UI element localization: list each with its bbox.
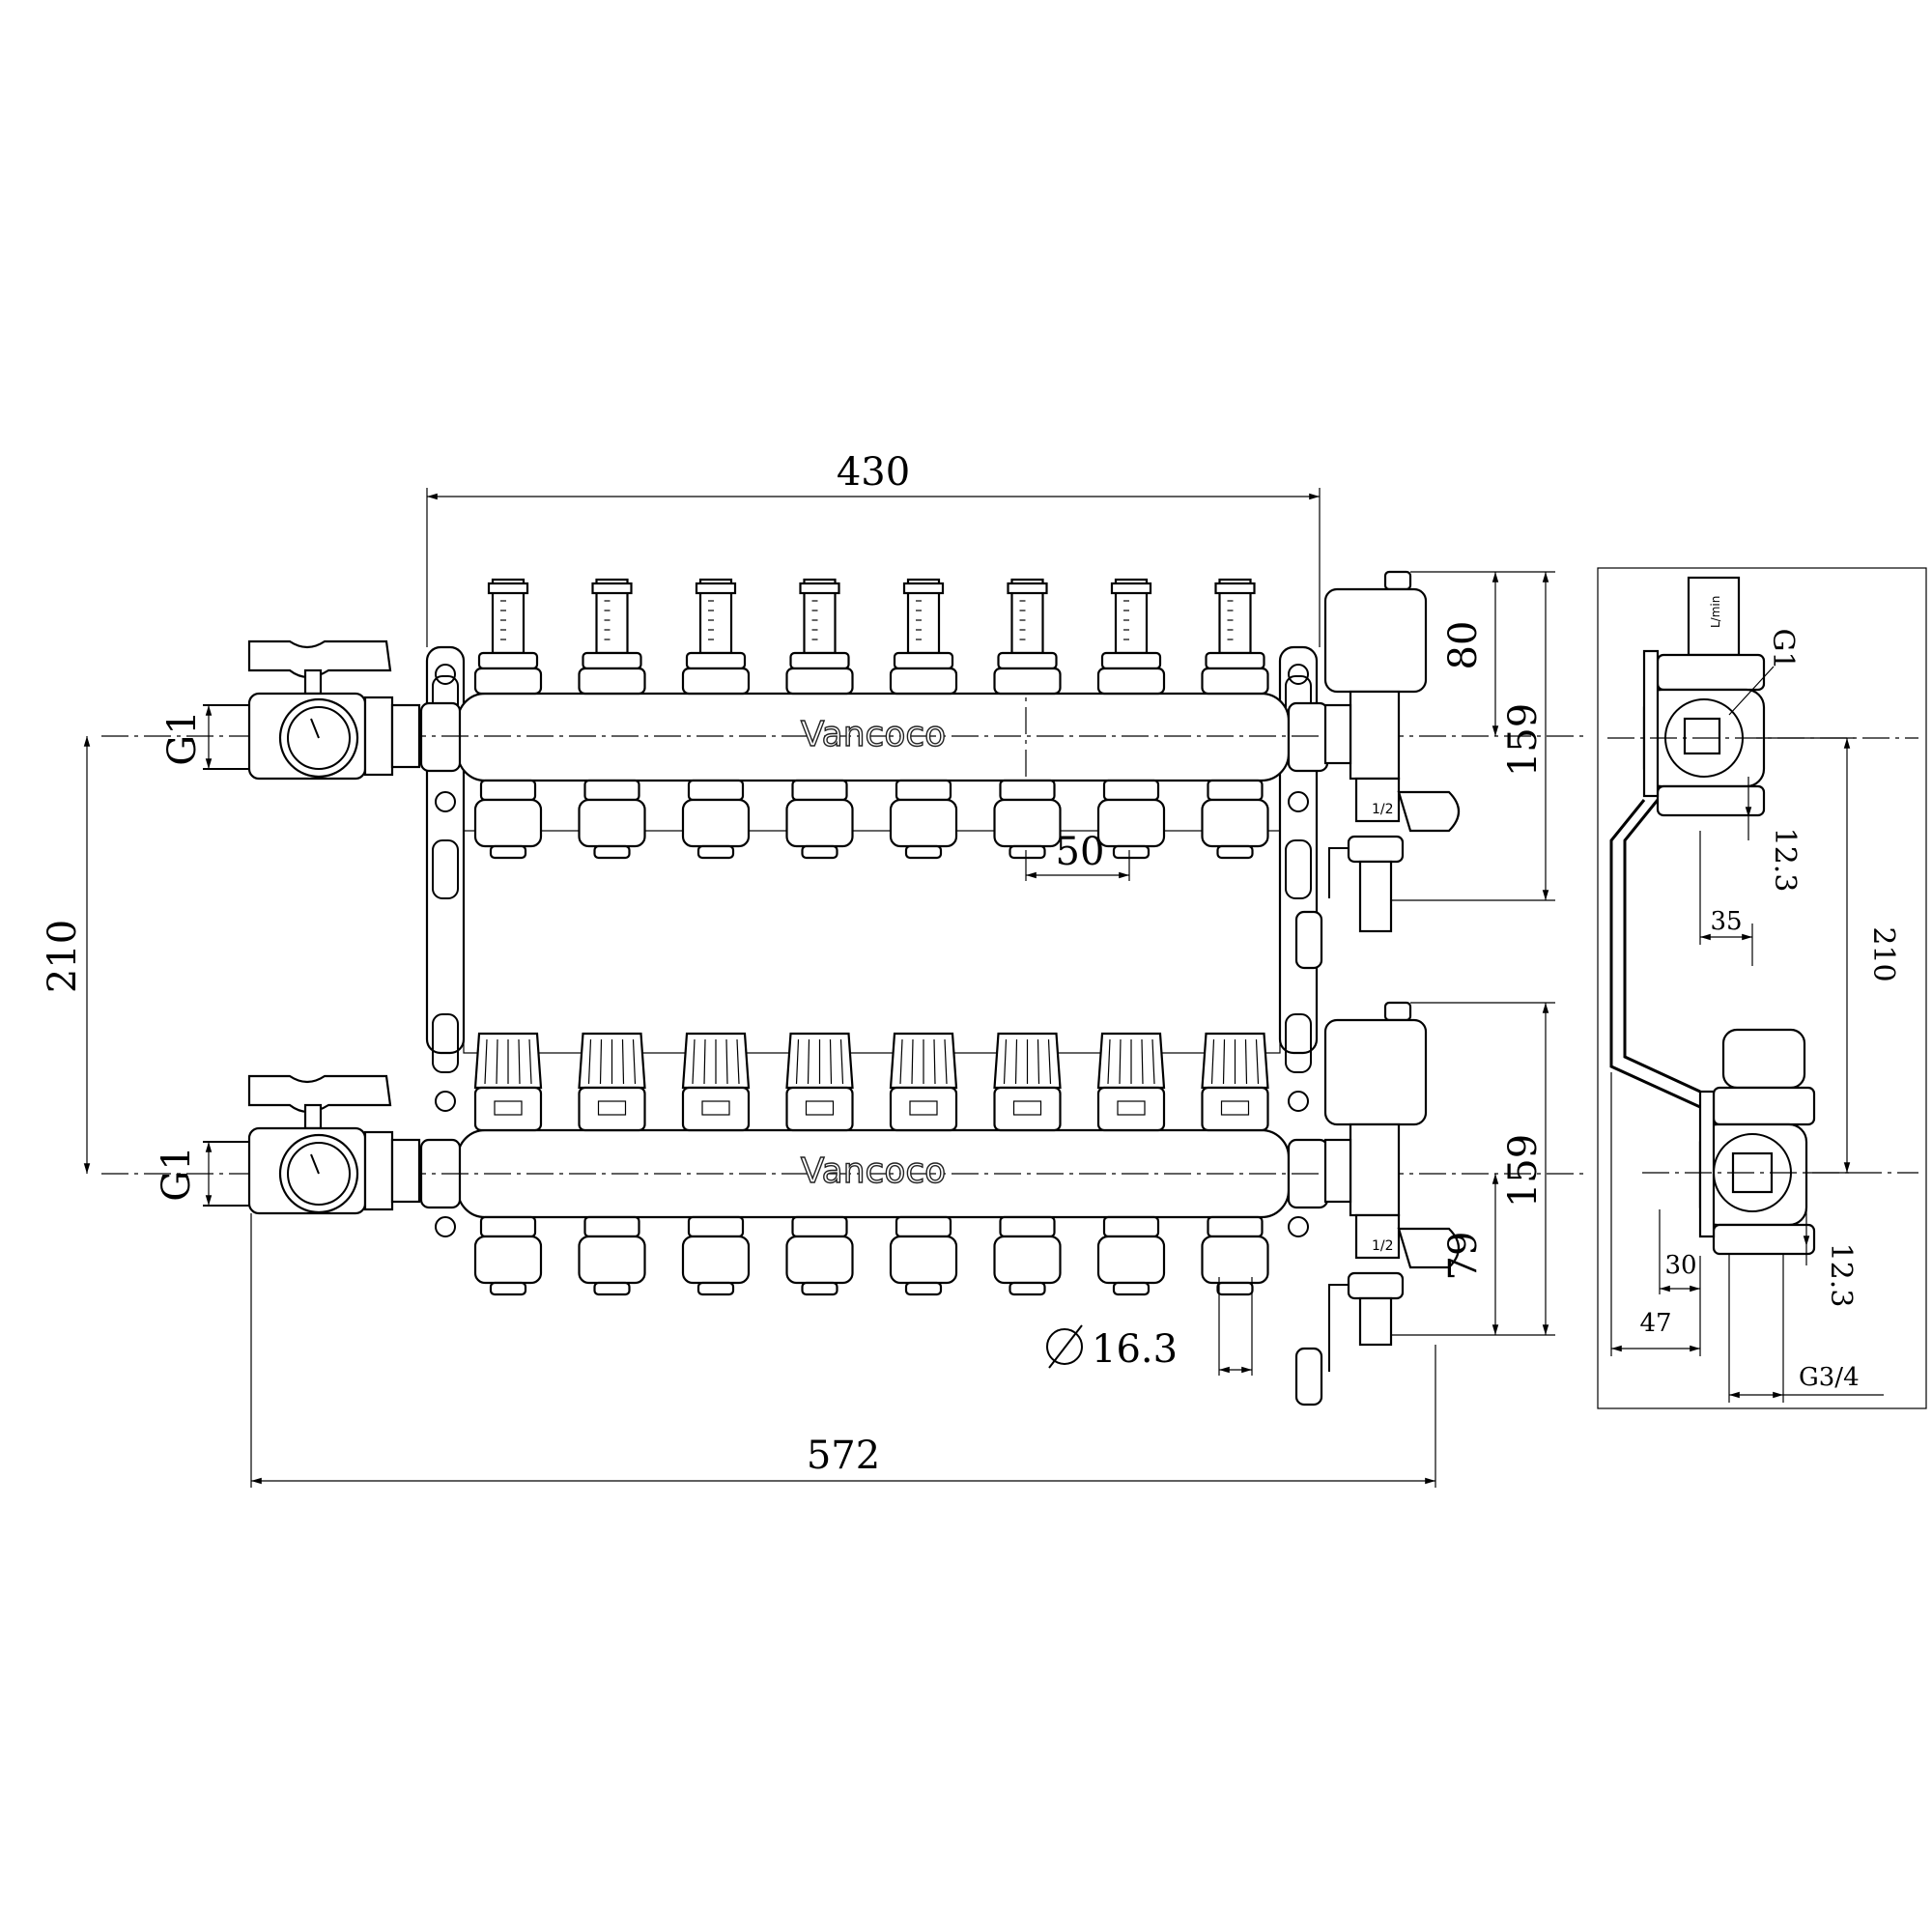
side-bracket-profile — [1623, 799, 1701, 1094]
bracket-back-plate — [463, 830, 1281, 1054]
dim-g1-side: G1 — [1766, 628, 1800, 669]
dimension-inlet-bottom: G1 — [155, 1142, 213, 1206]
dim-g3-4: G3/4 — [1799, 1363, 1860, 1392]
flowmeter — [993, 578, 1062, 696]
outlet-fitting — [1201, 1215, 1269, 1296]
side-view-frame — [1597, 567, 1927, 1409]
dimension-bar-spacing: 210 — [41, 736, 91, 1174]
air-vent-drain-top: 1/2 — [1323, 570, 1461, 933]
dim-35: 35 — [1710, 907, 1742, 936]
bracket-knob-upper — [1294, 910, 1323, 970]
flowmeter — [681, 578, 751, 696]
flowmeter — [578, 578, 646, 696]
top-bar-end-right — [1287, 701, 1329, 773]
outlet-fitting — [681, 779, 751, 860]
dim-210-front: 210 — [41, 920, 85, 993]
flowmeter — [1201, 578, 1269, 696]
flowmeter — [785, 578, 854, 696]
dimension-bottom-height: 159 — [1391, 1002, 1555, 1336]
flowmeter — [473, 578, 543, 696]
side-flowmeter — [1687, 576, 1741, 657]
side-view: L/min 210 G1 12.3 35 — [1597, 567, 1927, 1409]
outlet-fitting — [578, 1215, 646, 1296]
dim-30: 30 — [1664, 1251, 1696, 1280]
dim-g1-bottom: G1 — [155, 1146, 199, 1201]
flowmeter — [1096, 578, 1166, 696]
dim-12-3-top: 12.3 — [1768, 828, 1802, 893]
brand-label-bottom: Vancoco — [801, 1151, 946, 1191]
outlet-fitting — [473, 779, 543, 860]
dim-159-top: 159 — [1501, 703, 1546, 777]
valve-cap — [578, 1032, 646, 1132]
outlet-fitting — [889, 779, 958, 860]
bottom-outlet-row — [473, 1215, 1269, 1296]
brand-label-top: Vancoco — [801, 715, 946, 754]
dim-79: 79 — [1441, 1232, 1486, 1281]
dim-572: 572 — [807, 1434, 880, 1478]
valve-cap — [1201, 1032, 1269, 1132]
valve-cap — [785, 1032, 854, 1132]
inlet-ball-valve-bottom — [203, 1074, 421, 1215]
flowmeter — [889, 578, 958, 696]
air-vent-drain-bottom: 1/2 — [1323, 1001, 1461, 1372]
flowmeter-row — [473, 578, 1269, 696]
dimension-inlet-top: G1 — [160, 705, 213, 769]
outlet-fitting — [785, 779, 854, 860]
dimension-overall-width: 572 — [250, 1213, 1436, 1488]
dim-16-3: 16.3 — [1092, 1327, 1178, 1372]
dimension-width: 430 — [426, 450, 1321, 647]
dimension-pipe-diameter: 16.3 — [1046, 1277, 1253, 1376]
valve-cap — [473, 1032, 543, 1132]
dimension-vent-height: 80 — [1410, 571, 1555, 736]
side-valve-cap — [1721, 1028, 1806, 1090]
top-outlet-row — [473, 779, 1269, 860]
dim-210-side: 210 — [1866, 926, 1900, 981]
dimension-top-height: 159 — [1391, 572, 1555, 901]
inlet-ball-valve-top — [203, 639, 421, 781]
dimension-drain-height: 79 — [1441, 1174, 1499, 1335]
valve-cap — [1096, 1032, 1166, 1132]
valve-size-bottom: 1/2 — [1372, 1238, 1394, 1254]
dim-50: 50 — [1056, 830, 1105, 874]
outlet-fitting — [1201, 779, 1269, 860]
dimension-spacing: 50 — [1025, 830, 1130, 881]
outlet-fitting — [473, 1215, 543, 1296]
side-flowmeter-unit: L/min — [1709, 596, 1722, 628]
dim-12-3-bottom: 12.3 — [1824, 1243, 1858, 1308]
bracket-knob-lower — [1294, 1347, 1323, 1406]
dim-159-bottom: 159 — [1501, 1134, 1546, 1208]
valve-cap — [681, 1032, 751, 1132]
side-g1-leader — [1728, 666, 1775, 716]
outlet-fitting — [889, 1215, 958, 1296]
outlet-fitting — [993, 1215, 1062, 1296]
valve-cap-row — [473, 1032, 1269, 1132]
outlet-fitting — [785, 1215, 854, 1296]
dim-g1-top: G1 — [160, 710, 205, 765]
valve-cap — [993, 1032, 1062, 1132]
top-bar-end-left — [419, 701, 462, 773]
outlet-fitting — [1096, 779, 1166, 860]
front-view: Vancoco Vancoco — [41, 450, 1584, 1488]
outlet-fitting — [993, 779, 1062, 860]
dim-80: 80 — [1441, 621, 1486, 670]
outlet-fitting — [578, 779, 646, 860]
outlet-fitting — [1096, 1215, 1166, 1296]
valve-size-top: 1/2 — [1372, 802, 1394, 817]
outlet-fitting — [681, 1215, 751, 1296]
valve-cap — [889, 1032, 958, 1132]
dim-47: 47 — [1639, 1309, 1671, 1338]
dim-430: 430 — [837, 450, 910, 495]
